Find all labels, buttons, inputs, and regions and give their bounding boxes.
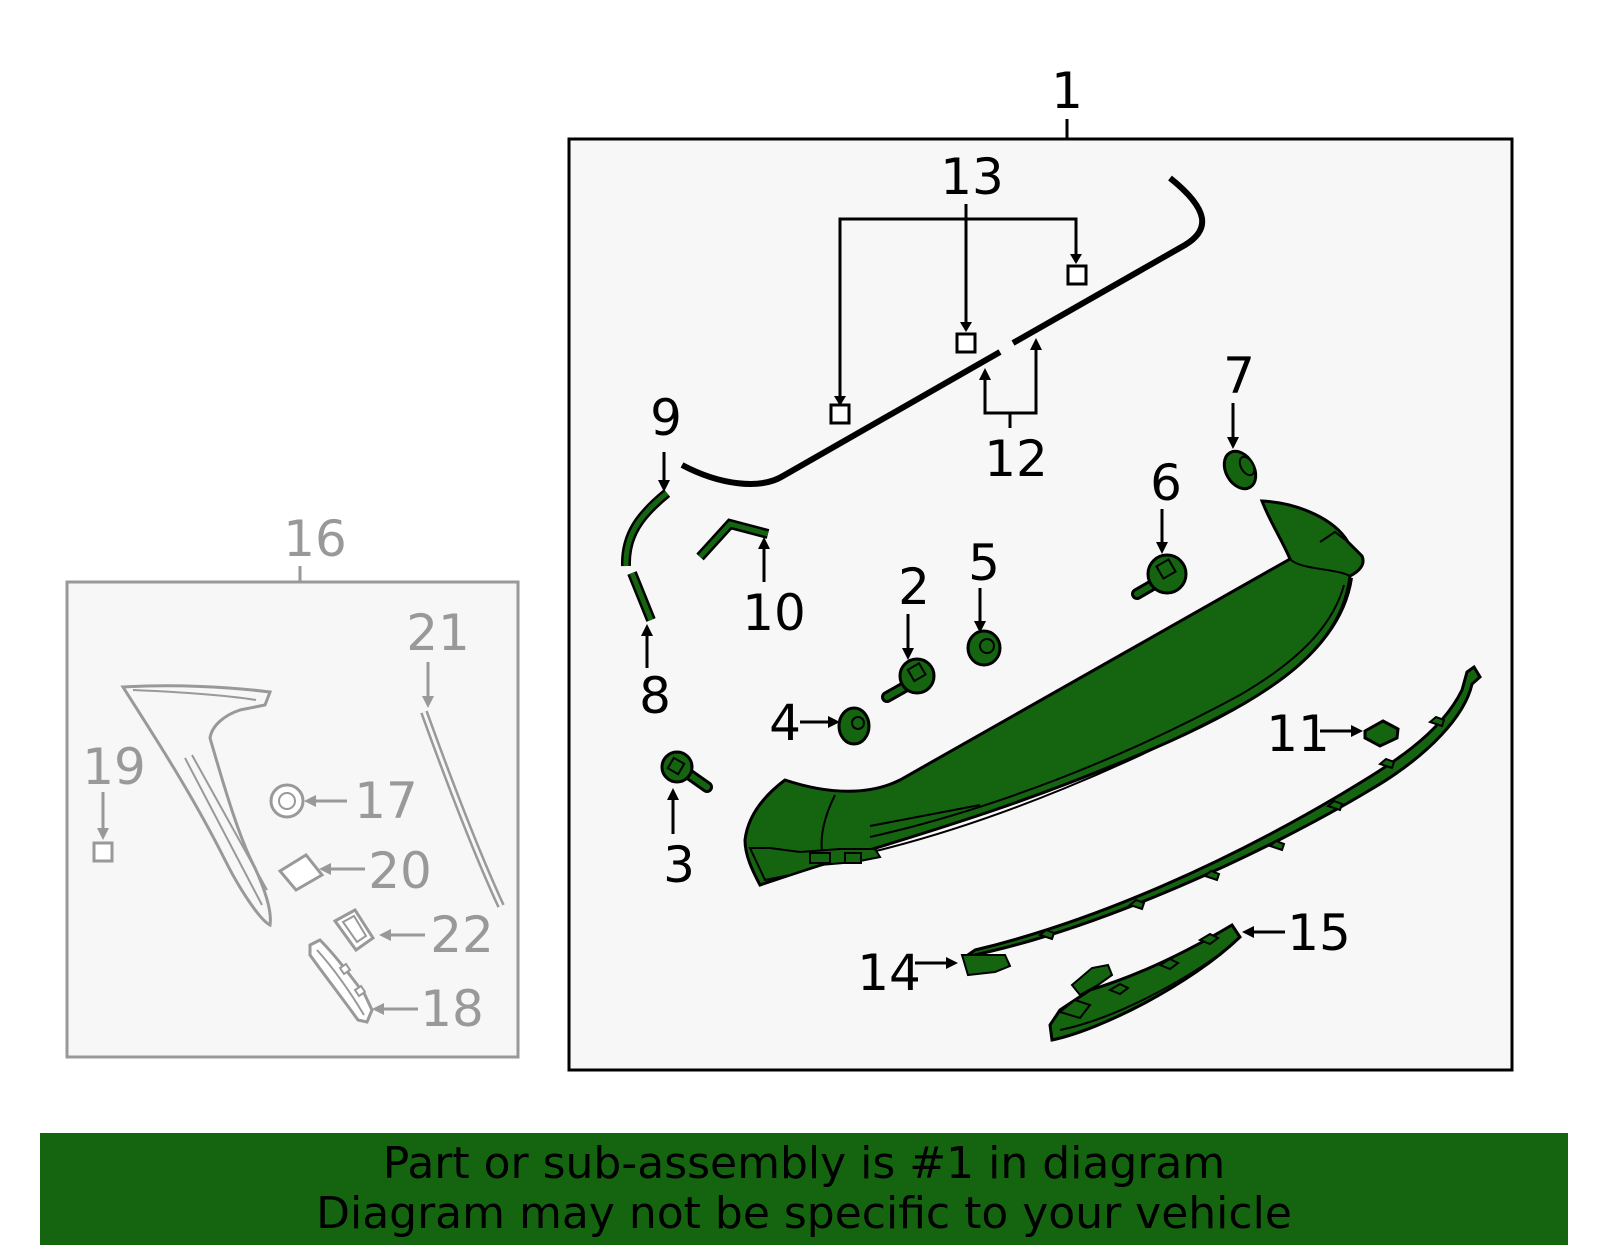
callout-22: 22 — [430, 906, 494, 964]
callout-12-leader — [979, 338, 1042, 428]
part-18-lamp — [308, 938, 418, 1024]
callout-12: 12 — [984, 430, 1048, 488]
callout-21: 21 — [406, 604, 470, 662]
callout-17: 17 — [354, 772, 418, 830]
banner-line-1: Part or sub-assembly is #1 in diagram — [382, 1138, 1226, 1189]
part-20-pad — [277, 853, 365, 892]
part-11-clip — [1363, 719, 1400, 748]
main-assembly-box — [567, 137, 1514, 1072]
part-3-bolt — [660, 750, 713, 793]
part-22-bracket — [332, 908, 425, 953]
callout-7: 7 — [1223, 347, 1255, 405]
callout-2: 2 — [898, 558, 930, 616]
part-21-seal — [420, 662, 505, 908]
part-5-nut — [966, 629, 1002, 667]
callout-13: 13 — [940, 148, 1004, 206]
callout-8: 8 — [639, 667, 671, 725]
callout-14: 14 — [857, 944, 921, 1002]
callout-18: 18 — [420, 980, 484, 1038]
disclaimer-banner: Part or sub-assembly is #1 in diagram Di… — [40, 1133, 1568, 1245]
spoiler-assembly — [743, 499, 1365, 887]
seal-strip-upper — [1011, 175, 1206, 346]
callout-10: 10 — [742, 584, 806, 642]
callout-11: 11 — [1266, 705, 1330, 763]
part-13-clips — [829, 204, 1088, 425]
callout-1: 1 — [1051, 62, 1083, 120]
part-15-lamp — [1048, 922, 1242, 1042]
part-14-trim-strip — [960, 664, 1482, 977]
part-7-grommet — [1222, 449, 1258, 491]
seal-strip — [680, 349, 1002, 487]
callout-20: 20 — [368, 842, 432, 900]
part-19-clip — [92, 792, 114, 863]
callout-9: 9 — [650, 389, 682, 447]
part-17-nut — [269, 783, 347, 819]
callout-4: 4 — [769, 694, 801, 752]
callout-6: 6 — [1150, 454, 1182, 512]
callout-15: 15 — [1287, 904, 1351, 962]
callout-5: 5 — [968, 534, 1000, 592]
callout-3: 3 — [663, 836, 695, 894]
callout-16: 16 — [283, 510, 347, 568]
part-6-bolt — [1131, 553, 1188, 600]
part-16-garnish — [120, 684, 273, 928]
part-2-bolt — [881, 657, 936, 703]
callout-19: 19 — [82, 738, 146, 796]
banner-line-2: Diagram may not be specific to your vehi… — [316, 1188, 1292, 1239]
part-4-nut — [837, 706, 871, 746]
sub-assembly-box — [65, 580, 520, 1059]
